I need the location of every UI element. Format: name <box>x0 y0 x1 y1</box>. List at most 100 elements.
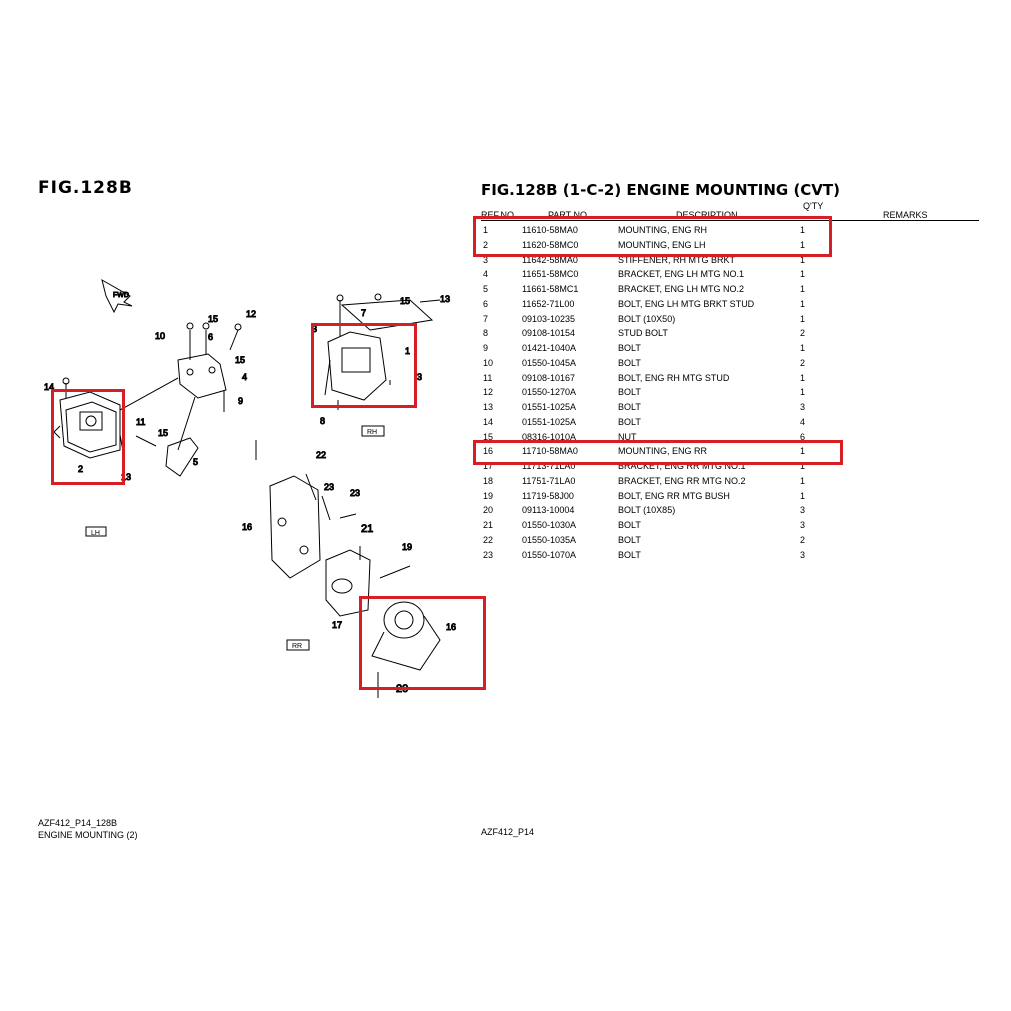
callout-label: 23 <box>324 482 334 492</box>
callout-label: 15 <box>208 314 218 324</box>
callout-label: 9 <box>238 396 243 406</box>
qty-cell: 1 <box>800 343 806 353</box>
part-number-cell: 11710-58MA0 <box>522 446 578 457</box>
description-cell: BOLT <box>618 549 641 560</box>
callout-label: 8 <box>320 416 325 426</box>
ref-cell: 5 <box>483 284 489 294</box>
qty-cell: 2 <box>800 328 806 339</box>
callout-label: 5 <box>193 457 198 467</box>
ref-cell: 16 <box>483 446 494 457</box>
part-number-cell: 08316-1010A <box>522 431 577 442</box>
description-cell: BOLT <box>618 357 641 368</box>
header-ref: REF.NO. <box>481 210 517 220</box>
qty-cell: 1 <box>800 284 806 294</box>
qty-cell: 1 <box>800 475 806 486</box>
arrow-label: FWD <box>113 292 129 299</box>
callout-label: 14 <box>44 382 54 392</box>
callout-label: 15 <box>158 428 168 438</box>
description-cell: BRACKET, ENG LH MTG NO.1 <box>618 269 745 280</box>
ref-cell: 7 <box>483 313 489 324</box>
description-cell: NUT <box>618 431 637 442</box>
description-cell: STUD BOLT <box>618 328 668 339</box>
header-qty: Q'TY <box>803 201 824 211</box>
part-number-cell: 01550-1070A <box>522 549 577 560</box>
highlight-row-16 <box>473 440 843 465</box>
description-cell: BRACKET, ENG RR MTG NO.1 <box>618 461 746 471</box>
tag-lh: LH <box>85 526 107 537</box>
callout-label: 12 <box>246 309 256 319</box>
part-number-cell: 11713-71LA0 <box>522 461 576 471</box>
part-number-cell: 01550-1045A <box>522 357 577 368</box>
description-cell: MOUNTING, ENG RR <box>618 446 707 457</box>
qty-cell: 1 <box>800 254 806 265</box>
highlight-lh-mount <box>51 389 125 485</box>
header-description: DESCRIPTION <box>676 210 738 220</box>
qty-cell: 1 <box>800 387 806 398</box>
svg-text:RH: RH <box>367 429 377 436</box>
header-divider <box>481 220 979 221</box>
lh-bracket-drawing <box>119 322 257 477</box>
tag-rh: RH <box>361 425 385 437</box>
qty-cell: 1 <box>800 490 806 501</box>
description-cell: BOLT (10X50) <box>618 313 676 324</box>
ref-cell: 13 <box>483 402 494 412</box>
callout-label: 4 <box>242 372 247 382</box>
qty-cell: 1 <box>800 269 806 280</box>
part-number-cell: 09103-10235 <box>522 313 576 324</box>
ref-cell: 22 <box>483 534 494 545</box>
footer-left-code: AZF412_P14_128B <box>38 818 118 828</box>
ref-cell: 15 <box>483 431 494 442</box>
part-number-cell: 01550-1270A <box>522 387 577 398</box>
ref-cell: 9 <box>483 343 489 353</box>
callout-label: 19 <box>402 542 412 552</box>
ref-cell: 23 <box>483 549 494 560</box>
qty-cell: 1 <box>800 225 806 235</box>
ref-cell: 18 <box>483 475 494 486</box>
header-remarks: REMARKS <box>883 210 928 220</box>
part-number-cell: 11661-58MC1 <box>522 284 579 294</box>
qty-cell: 1 <box>800 372 806 383</box>
callout-label: 6 <box>208 332 213 342</box>
ref-cell: 2 <box>483 239 489 250</box>
qty-cell: 3 <box>800 402 806 412</box>
part-number-cell: 11651-58MC0 <box>522 269 579 280</box>
svg-text:RR: RR <box>292 643 302 650</box>
qty-cell: 1 <box>800 298 806 309</box>
part-number-cell: 09113-10004 <box>522 505 575 516</box>
callout-label: 15 <box>400 296 410 306</box>
qty-cell: 2 <box>800 357 806 368</box>
ref-cell: 1 <box>483 225 489 235</box>
part-number-cell: 09108-10167 <box>522 372 576 383</box>
header-part: PART NO. <box>548 210 590 220</box>
part-number-cell: 09108-10154 <box>522 328 576 339</box>
table-row: 16 11710-58MA0 MOUNTING, ENG RR 1 <box>0 446 1011 460</box>
callout-label: 1 <box>405 346 410 356</box>
callout-label: 17 <box>332 620 342 630</box>
qty-cell: 1 <box>800 446 806 457</box>
ref-cell: 10 <box>483 357 494 368</box>
callout-label: 3 <box>417 372 422 382</box>
description-cell: BOLT <box>618 520 641 530</box>
part-number-cell: 11642-58MA0 <box>522 254 578 265</box>
description-cell: MOUNTING, ENG LH <box>618 239 706 250</box>
description-cell: BOLT <box>618 534 641 545</box>
callout-label: 22 <box>316 450 326 460</box>
ref-cell: 21 <box>483 520 494 530</box>
highlight-rr-mount <box>359 596 486 690</box>
